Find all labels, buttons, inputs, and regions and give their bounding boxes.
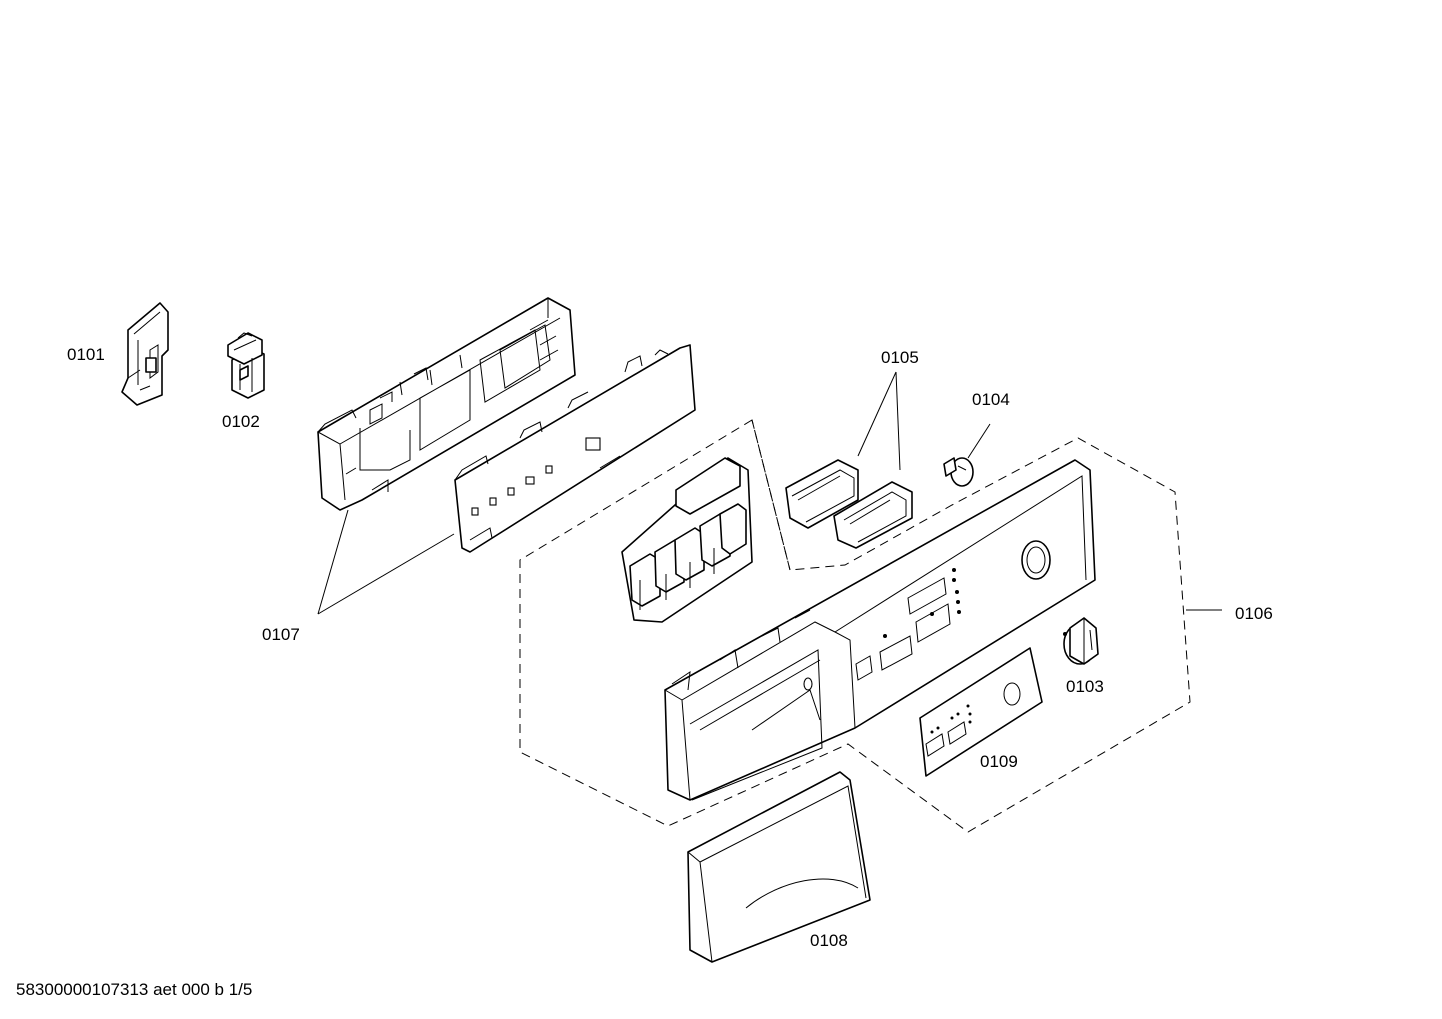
label-0108: 0108 — [810, 931, 848, 950]
part-0101-bracket — [121, 302, 169, 406]
label-0107: 0107 — [262, 625, 300, 644]
part-0108-dispenser-cover — [687, 771, 871, 963]
label-0106: 0106 — [1235, 604, 1273, 623]
label-0103: 0103 — [1066, 677, 1104, 696]
label-0104: 0104 — [972, 390, 1010, 409]
label-0109: 0109 — [980, 752, 1018, 771]
label-0102: 0102 — [222, 412, 260, 431]
assembly-boundary-control-panel — [519, 419, 1191, 833]
leader-lines — [317, 371, 1222, 615]
part-0107-pcb-board — [454, 344, 696, 553]
part-0103-rotary-knob — [1063, 617, 1099, 665]
label-0105: 0105 — [881, 348, 919, 367]
part-0107-rear-frame — [317, 297, 576, 511]
part-0105-housings — [785, 459, 913, 549]
label-0101: 0101 — [67, 345, 105, 364]
part-0104-knob-insert — [943, 457, 974, 487]
part-0102-sensor — [227, 332, 265, 399]
document-footer-code: 58300000107313 aet 000 b 1/5 — [16, 980, 253, 999]
part-0109-label — [919, 647, 1043, 777]
part-button-block — [621, 457, 753, 623]
part-0106-control-panel — [664, 459, 1096, 801]
